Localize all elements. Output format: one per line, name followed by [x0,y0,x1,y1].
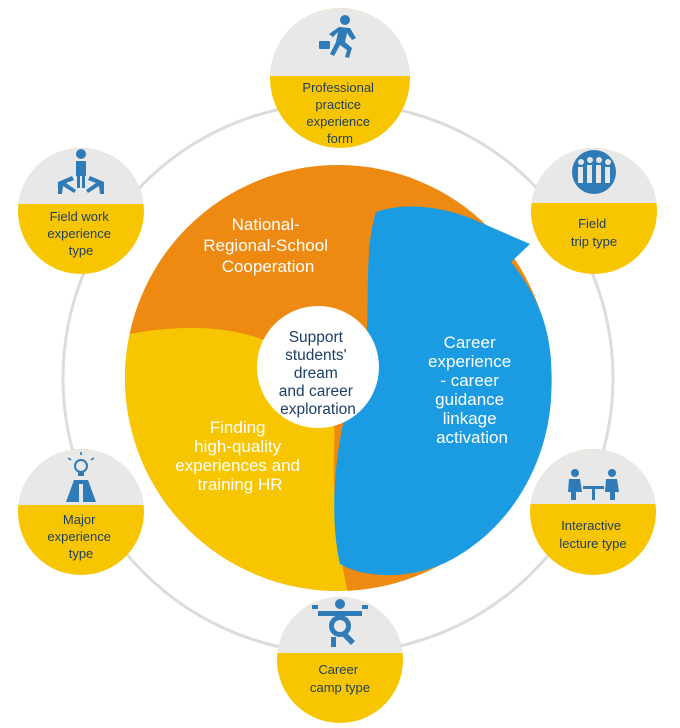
person-magnifier-icon [312,599,368,647]
segment-linkage-label: Career experience - career guidance link… [428,333,516,447]
node-career-camp-label: Career camp type [310,662,370,695]
center-label: Support students' dream and career explo… [279,329,357,418]
node-interactive-lecture: Interactive lecture type [530,449,656,575]
crossroads-person-icon [58,149,104,194]
node-career-camp: Career camp type [277,597,403,723]
node-interactive-lecture-label: Interactive lecture type [559,518,626,551]
segment-training-label: Finding high-quality experiences and tra… [175,418,305,494]
node-major-experience-label: Major experience type [47,512,114,561]
center-circle [257,306,379,428]
meeting-table-icon [568,469,619,500]
node-professional-practice: Professional practice experience form [270,8,410,148]
idea-lightbulb-icon [66,452,96,502]
segment-linkage-fill [334,206,552,576]
node-field-trip-label: Field trip type [571,216,617,249]
node-field-trip: Field trip type [531,148,657,274]
runner-icon [319,15,356,58]
segment-cooperation-label: National- Regional-School Cooperation [203,215,332,276]
group-of-people-icon [572,150,616,194]
node-professional-practice-label: Professional practice experience form [302,80,377,146]
node-field-work: Field work experience type [18,148,144,274]
node-field-work-label: Field work experience type [47,209,114,258]
node-major-experience: Major experience type [18,449,144,575]
